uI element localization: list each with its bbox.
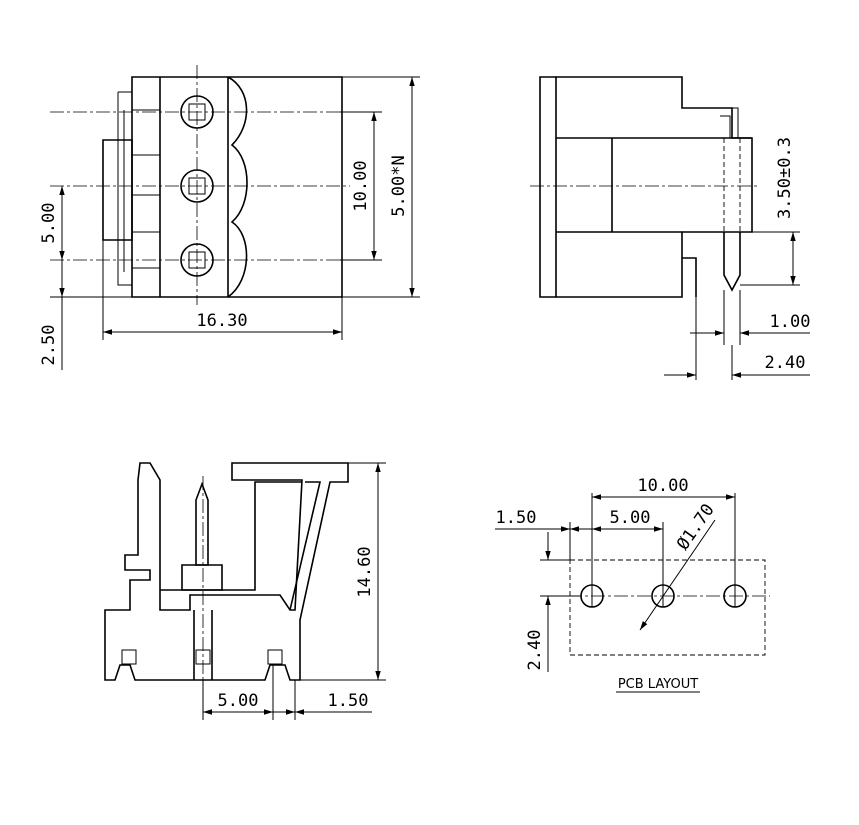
- side-flange: [539, 76, 557, 298]
- front-screw-column: [159, 77, 229, 297]
- side-view: 3.50±0.3 1.00 2.40: [530, 76, 810, 380]
- screw-head-icon: [195, 649, 211, 665]
- dim-front-offset: 2.50: [39, 260, 132, 370]
- dim-label: 5.00: [610, 508, 651, 528]
- pcb-layout-title: PCB LAYOUT: [618, 677, 698, 692]
- dim-label: 2.40: [765, 353, 806, 373]
- side-step: [556, 137, 752, 297]
- screw-head-icon: [267, 649, 283, 665]
- dim-label: Ø1.70: [673, 500, 719, 553]
- dim-label: 16.30: [196, 311, 247, 331]
- side-body: [556, 76, 753, 298]
- section-view: 14.60 5.00 1.50: [104, 462, 386, 720]
- dim-label: 2.40: [525, 630, 545, 671]
- front-left-rail: [102, 139, 133, 241]
- dim-front-pitch: 5.00: [39, 186, 65, 260]
- dim-label: 2.50: [39, 325, 59, 366]
- dim-label: 1.00: [770, 312, 811, 332]
- dim-section-edge: 1.50: [273, 680, 372, 720]
- dim-side-height: 3.50±0.3: [740, 137, 800, 286]
- side-top-lip: [682, 107, 739, 138]
- side-pin-hidden: [723, 138, 741, 232]
- section-pin: [195, 481, 209, 566]
- section-screws: [121, 649, 283, 665]
- dim-front-span: 10.00: [340, 111, 382, 261]
- front-tabs: [132, 109, 160, 269]
- dim-side-pin-thickness: 1.00: [690, 290, 810, 345]
- section-pin-collar: [181, 564, 223, 591]
- front-body-outline: [131, 76, 343, 298]
- dim-pcb-hole: Ø1.70: [639, 500, 719, 631]
- dim-pcb-span: 10.00: [591, 476, 736, 585]
- dim-front-span-n: 5.00*N: [342, 76, 420, 298]
- dim-label: 5.00*N: [389, 155, 409, 216]
- dim-front-width: 16.30: [102, 240, 343, 340]
- front-view: 16.30 10.00 5.00*N 5.00 2.50: [39, 65, 420, 370]
- dim-label: 14.60: [355, 546, 375, 597]
- dim-label: 1.50: [496, 508, 537, 528]
- dim-side-pin-offset: 2.40: [664, 297, 810, 380]
- dim-label: 5.00: [39, 203, 59, 244]
- front-centerlines: [50, 65, 350, 305]
- dim-section-height: 14.60: [300, 462, 386, 681]
- dim-section-pitch: 5.00: [202, 665, 274, 720]
- dim-pcb-depth: 2.40: [525, 532, 580, 672]
- dim-label: 10.00: [351, 160, 371, 211]
- pcb-layout-view: 10.00 5.00 1.50 Ø1.70 2.40 PCB LAYOUT: [495, 476, 770, 693]
- dim-label: 5.00: [218, 691, 259, 711]
- dim-pcb-pitch: 5.00: [592, 508, 664, 585]
- front-wave-contour: [227, 76, 248, 298]
- screw-head-icon: [121, 649, 137, 665]
- pcb-footprint: [569, 559, 766, 656]
- front-rail-inner: [117, 91, 132, 286]
- dim-pcb-edge: 1.50: [495, 508, 592, 560]
- section-outline: [104, 462, 349, 681]
- dim-label: 3.50±0.3: [775, 137, 795, 219]
- dim-label: 10.00: [637, 476, 688, 496]
- side-pin: [723, 232, 741, 292]
- dim-label: 1.50: [328, 691, 369, 711]
- section-pin-lead: [193, 610, 213, 680]
